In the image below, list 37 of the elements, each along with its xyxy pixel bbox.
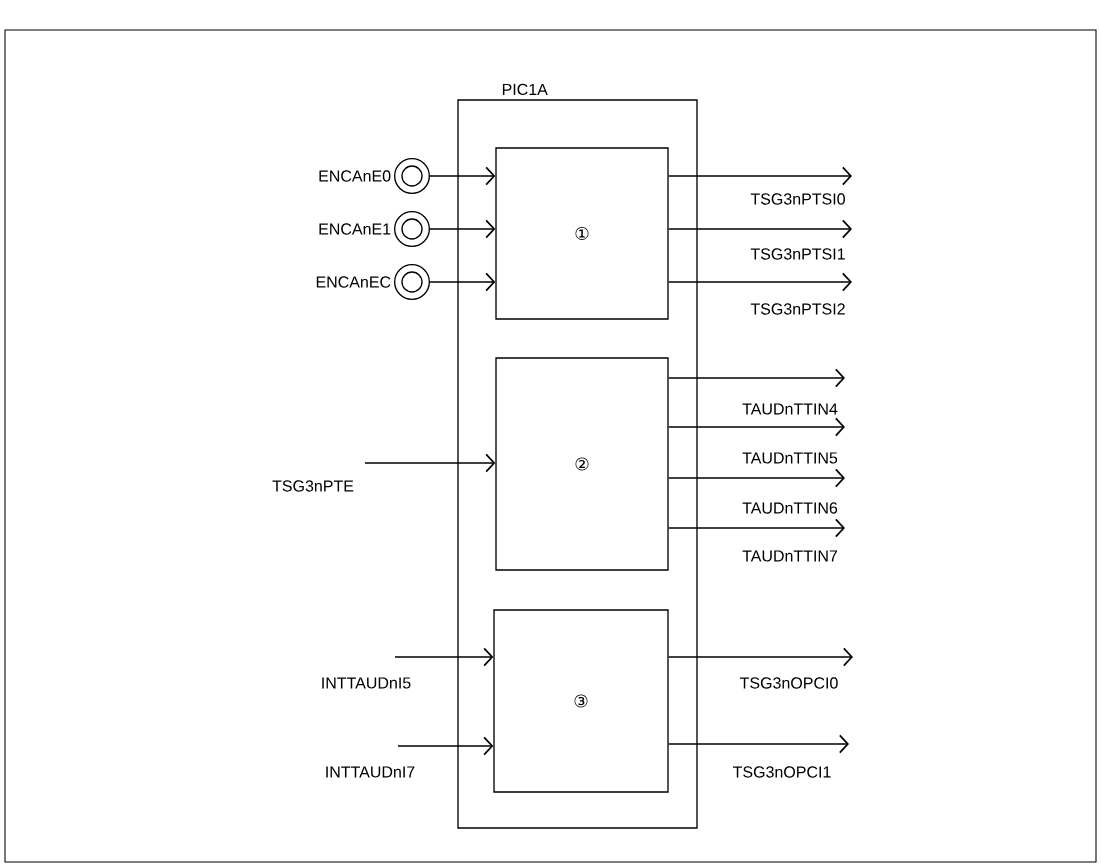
signal-label: TSG3nOPCI1 bbox=[731, 765, 833, 779]
arrow bbox=[429, 166, 496, 186]
signal-label: TAUDnTTIN7 bbox=[740, 549, 840, 563]
signal-label: TAUDnTTIN6 bbox=[740, 501, 840, 515]
node-label: PIC1A bbox=[502, 83, 548, 96]
terminal-symbol bbox=[319, 158, 430, 194]
arrow bbox=[429, 272, 496, 292]
arrow bbox=[397, 736, 494, 756]
signal-label: TSG3nPTSI2 bbox=[749, 302, 847, 316]
terminal-label: ENCAnE1 bbox=[319, 223, 391, 235]
arrow bbox=[667, 219, 852, 239]
signal-label: TSG3nPTSI0 bbox=[749, 192, 847, 206]
function-box: ② bbox=[495, 357, 669, 571]
signal-label: TSG3nPTSI1 bbox=[749, 247, 847, 261]
terminal-symbol bbox=[319, 211, 430, 247]
terminal-label: ENCAnEC bbox=[316, 276, 391, 288]
arrow bbox=[394, 647, 494, 667]
arrow bbox=[429, 219, 496, 239]
signal-label: INTTAUDnI7 bbox=[323, 765, 417, 779]
signal-label: TSG3nPTE bbox=[270, 479, 356, 493]
function-box: ③ bbox=[493, 609, 669, 793]
signal-label: TAUDnTTIN4 bbox=[740, 402, 840, 416]
arrow bbox=[667, 734, 849, 754]
arrow bbox=[667, 272, 852, 292]
terminal-label: ENCAnE0 bbox=[319, 170, 391, 182]
arrow bbox=[667, 647, 853, 667]
arrow bbox=[667, 468, 845, 488]
arrow bbox=[667, 518, 845, 538]
function-box: ① bbox=[495, 147, 669, 320]
signal-label: TSG3nOPCI0 bbox=[738, 676, 840, 690]
arrow bbox=[667, 417, 845, 437]
arrow bbox=[364, 453, 496, 473]
arrow bbox=[667, 368, 845, 388]
terminal-symbol bbox=[316, 264, 430, 300]
signal-label: INTTAUDnI5 bbox=[319, 676, 413, 690]
arrow bbox=[667, 166, 852, 186]
signal-label: TAUDnTTIN5 bbox=[740, 451, 840, 465]
